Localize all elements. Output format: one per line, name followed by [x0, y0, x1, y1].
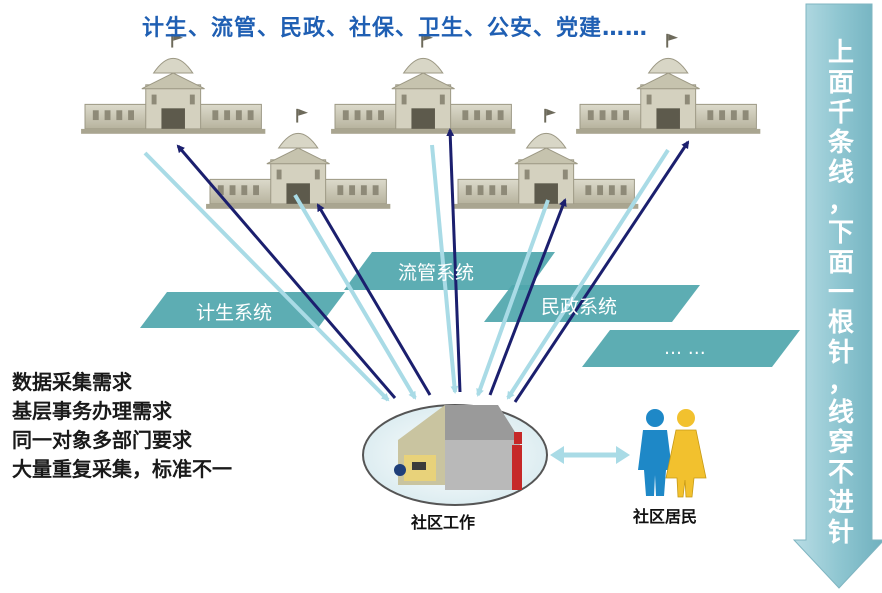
government-building — [330, 33, 516, 135]
departments-title: 计生、流管、民政、社保、卫生、公安、党建…… — [141, 16, 648, 41]
system-label-minzheng: 民政系统 — [541, 296, 618, 318]
residents-label: 社区居民 — [633, 507, 698, 526]
side-char: 下 — [827, 218, 854, 248]
side-char: 进 — [827, 488, 854, 518]
side-char: 穿 — [827, 428, 854, 458]
needs-list: 数据采集需求 基层事务办理需求 同一对象多部门要求 大量重复采集，标准不一 — [12, 368, 232, 484]
side-char: 针 — [827, 518, 854, 548]
government-building — [80, 33, 266, 135]
side-char: 面 — [827, 248, 854, 278]
dark-arrows — [176, 128, 690, 403]
resident-female-icon — [665, 409, 707, 498]
need-item: 基层事务办理需求 — [12, 399, 172, 423]
light-arrows — [143, 144, 670, 402]
side-char: 条 — [827, 128, 854, 158]
need-item: 数据采集需求 — [12, 370, 132, 394]
side-char: 针 — [827, 338, 854, 368]
system-label-liuguan: 流管系统 — [398, 262, 475, 284]
side-char: 千 — [827, 98, 854, 128]
side-char: 面 — [827, 68, 854, 98]
community-work-label: 社区工作 — [411, 513, 476, 532]
system-label-more: … … — [664, 338, 706, 359]
side-char: 上 — [827, 38, 854, 68]
side-char: ， — [827, 188, 854, 218]
community-house — [362, 404, 548, 506]
double-arrow — [550, 446, 630, 464]
government-building — [575, 33, 761, 135]
side-char: 不 — [827, 458, 854, 488]
system-panel-liuguan — [344, 252, 555, 290]
need-item: 大量重复采集，标准不一 — [12, 457, 232, 481]
side-arrow — [792, 3, 882, 589]
side-char: 根 — [827, 308, 854, 338]
system-panel-minzheng — [484, 285, 700, 322]
side-char: 线 — [827, 398, 854, 428]
system-panel-jisheng — [140, 292, 345, 328]
side-char: 线 — [827, 158, 854, 188]
side-arrow-text: 上 面 千 条 线 ， 下 面 一 根 针 ， 线 穿 不 进 针 — [816, 38, 866, 548]
side-char: 一 — [827, 278, 854, 308]
resident-male-icon — [638, 409, 672, 496]
need-item: 同一对象多部门要求 — [12, 428, 192, 452]
side-char: ， — [827, 368, 854, 398]
system-label-jisheng: 计生系统 — [196, 302, 273, 324]
system-panel-more — [582, 330, 800, 367]
